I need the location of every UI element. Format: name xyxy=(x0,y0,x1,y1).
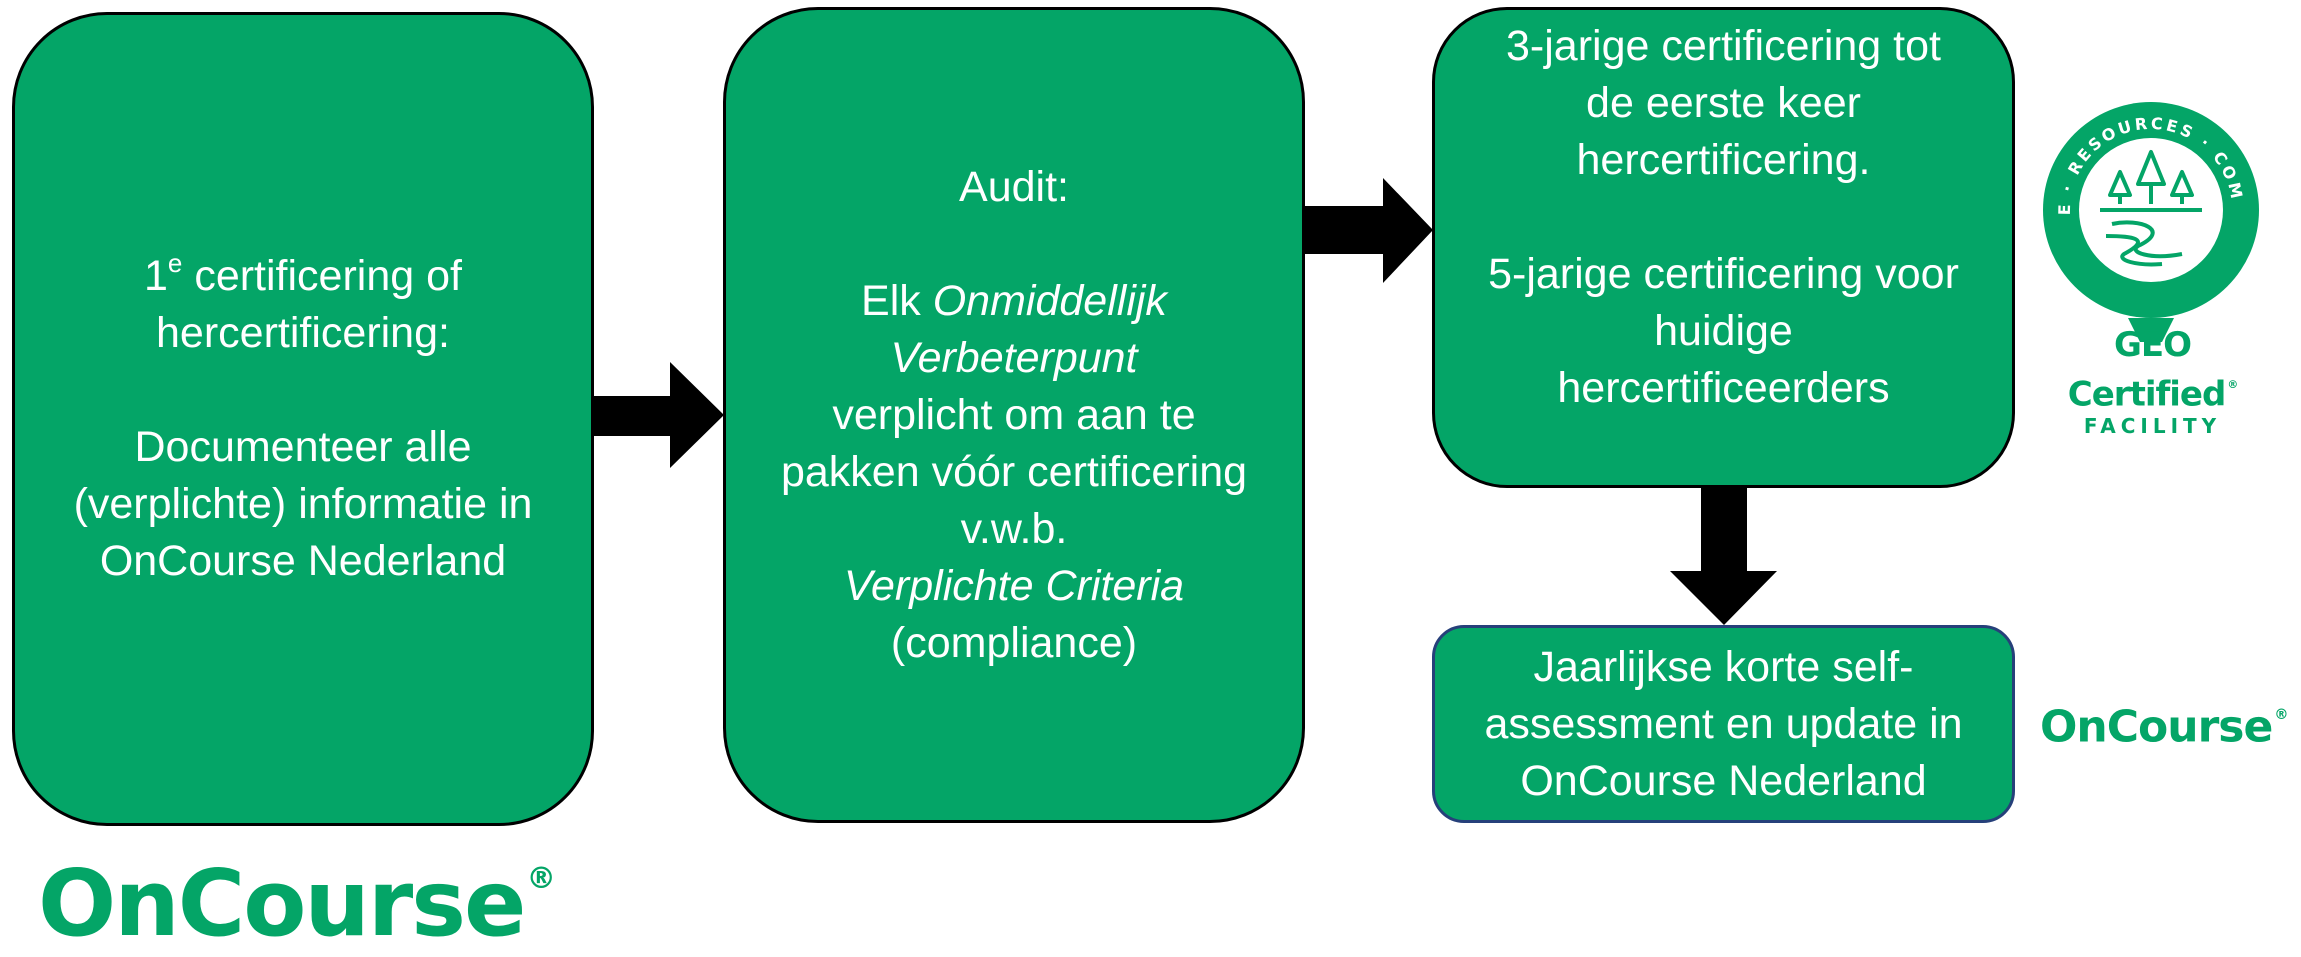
box3-line4: 5-jarige certificering voor xyxy=(1488,250,1959,298)
step-box-initial-certification: 1e certificering of hercertificering: Do… xyxy=(12,12,594,826)
geo-certified-wordmark: GEO Certified® FACILITY xyxy=(2030,325,2275,438)
box2-line7: Verplichte Criteria xyxy=(843,561,1185,610)
oncourse-large-registered: ® xyxy=(526,861,555,895)
box3-line3: hercertificering. xyxy=(1576,136,1871,184)
box2-line3: Verbeterpunt xyxy=(890,333,1138,382)
geo-registered-mark: ® xyxy=(2227,378,2238,391)
box1-ordinal: 1 xyxy=(143,252,168,300)
box2-line4: verplicht om aan te xyxy=(832,390,1196,439)
box1-line2: hercertificering: xyxy=(156,309,450,357)
oncourse-logo-small: OnCourse® xyxy=(2040,690,2288,753)
box2-line6: v.w.b. xyxy=(960,504,1068,553)
box1-line1-text: certificering of xyxy=(182,252,462,300)
oncourse-large-text: OnCourse xyxy=(38,850,526,957)
step-box-certification-duration: 3-jarige certificering tot de eerste kee… xyxy=(1432,7,2015,488)
box3-line6: hercertificeerders xyxy=(1557,364,1890,412)
box3-line5: huidige xyxy=(1654,307,1793,355)
box2-line2-italic: Onmiddellijk xyxy=(932,276,1167,325)
box1-line5: OnCourse Nederland xyxy=(99,537,507,585)
box3-line2: de eerste keer xyxy=(1586,79,1861,127)
box2-line2-prefix: Elk xyxy=(861,276,933,325)
box2-line8: (compliance) xyxy=(890,618,1138,667)
box4-line2: assessment en update in xyxy=(1484,699,1963,748)
geo-title: GEO Certified® xyxy=(2030,325,2275,414)
geo-title-text: GEO Certified xyxy=(2067,325,2227,415)
box2-line5: pakken vóór certificering xyxy=(780,447,1248,496)
box4-line1: Jaarlijkse korte self- xyxy=(1533,642,1914,691)
step-box-annual-self-assessment: Jaarlijkse korte self- assessment en upd… xyxy=(1432,625,2015,823)
oncourse-small-registered: ® xyxy=(2274,707,2288,723)
arrow-right-icon xyxy=(1305,178,1433,283)
arrow-down-icon xyxy=(1670,488,1777,625)
box2-line1: Audit: xyxy=(959,162,1069,211)
box1-ordinal-sup: e xyxy=(167,248,183,278)
box3-line1: 3-jarige certificering tot xyxy=(1506,22,1941,70)
oncourse-logo-large: OnCourse® xyxy=(38,828,556,957)
box2-line2: Elk Onmiddellijk xyxy=(781,273,1247,330)
box1-line3: Documenteer alle xyxy=(134,423,472,471)
box1-line4: (verplichte) informatie in xyxy=(73,480,533,528)
arrow-right-icon xyxy=(594,362,724,468)
step-box-audit: Audit: Elk Onmiddellijk Verbeterpunt ver… xyxy=(723,7,1305,823)
box4-line3: OnCourse Nederland xyxy=(1520,756,1927,805)
box1-line1: 1e certificering of xyxy=(74,248,533,305)
geo-subtitle: FACILITY xyxy=(2083,414,2222,439)
oncourse-small-text: OnCourse xyxy=(2040,701,2273,753)
geo-certified-logo: NATURE · RESOURCES · COMMUNITY xyxy=(2040,100,2259,342)
